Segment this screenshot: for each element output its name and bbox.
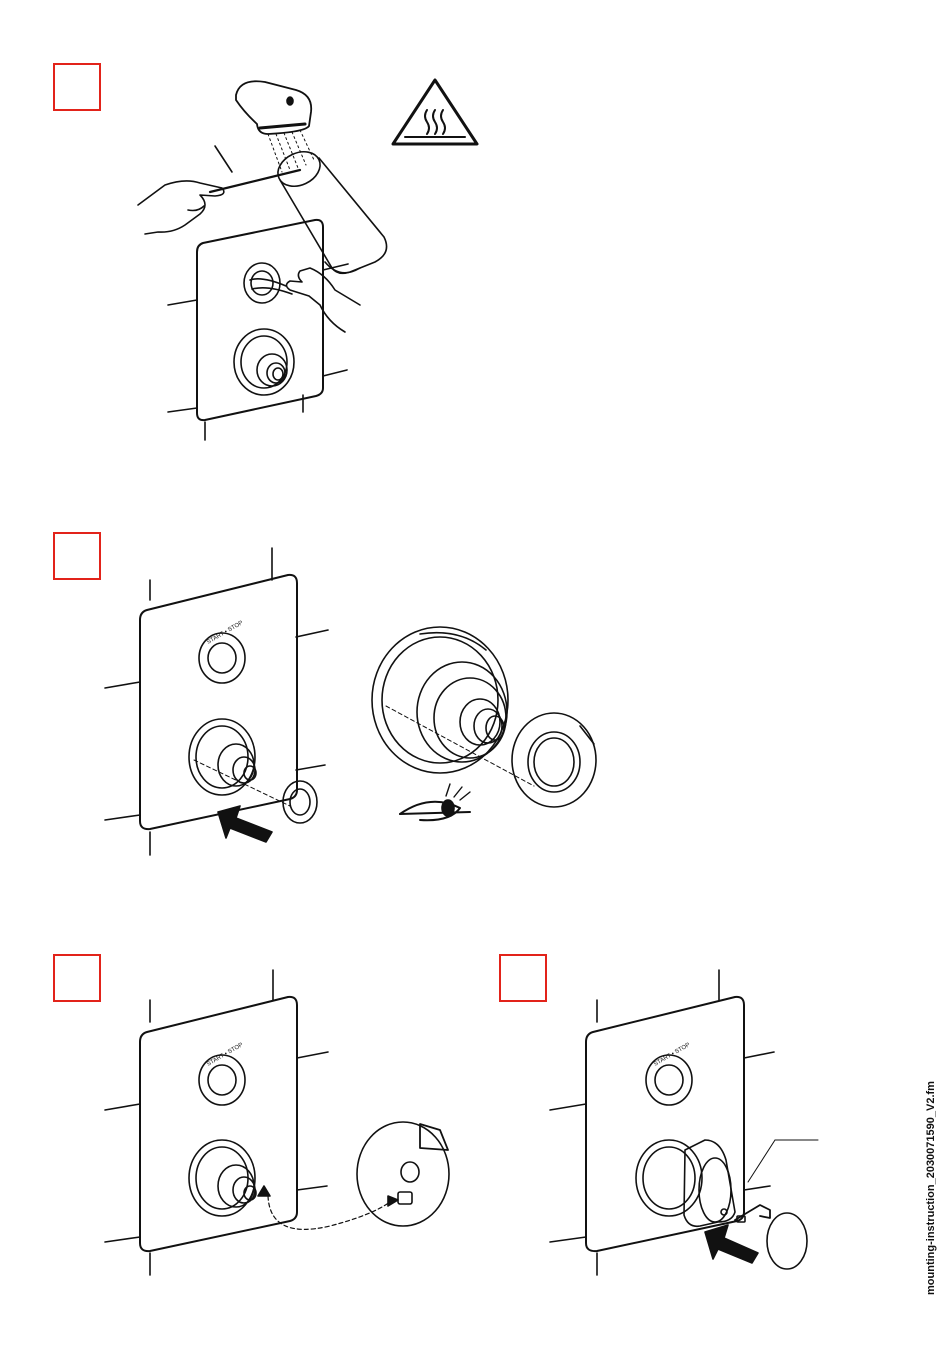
seal-ring-detail: [512, 713, 596, 807]
step-3-illustration: START • STOP: [105, 970, 449, 1275]
start-stop-button: START • STOP: [199, 620, 245, 683]
cover-cap: [767, 1213, 807, 1269]
start-stop-button: START • STOP: [646, 1042, 692, 1105]
step-1-illustration: [138, 80, 477, 440]
button-label: START • STOP: [206, 620, 244, 646]
left-hand: [138, 181, 224, 234]
eye-icon: [400, 784, 470, 820]
start-stop-button: [244, 263, 280, 303]
start-stop-button: START • STOP: [199, 1042, 245, 1105]
trim-ring: [283, 781, 317, 823]
thermostat-handle: [636, 1140, 735, 1226]
button-label: START • STOP: [206, 1042, 244, 1068]
step-4-illustration: START • STOP: [550, 970, 818, 1275]
button-label: START • STOP: [653, 1042, 691, 1068]
shower-head: [236, 81, 311, 134]
test-cylinder: [272, 145, 386, 273]
hot-surface-warning-icon: [393, 80, 477, 144]
push-arrow-icon: [218, 806, 272, 842]
water-spray: [268, 130, 314, 172]
thermostat-valve: [189, 719, 256, 795]
thermostat-valve: [234, 329, 294, 395]
valve-detail-enlarged: [372, 627, 534, 786]
push-arrow-icon: [705, 1225, 758, 1263]
step-2-illustration: START • STOP: [105, 548, 596, 855]
file-name: mounting-instruction_2030071590_V2.fm: [925, 1081, 937, 1295]
thermostat-valve: [189, 1140, 256, 1216]
handle-underside: [357, 1122, 449, 1226]
